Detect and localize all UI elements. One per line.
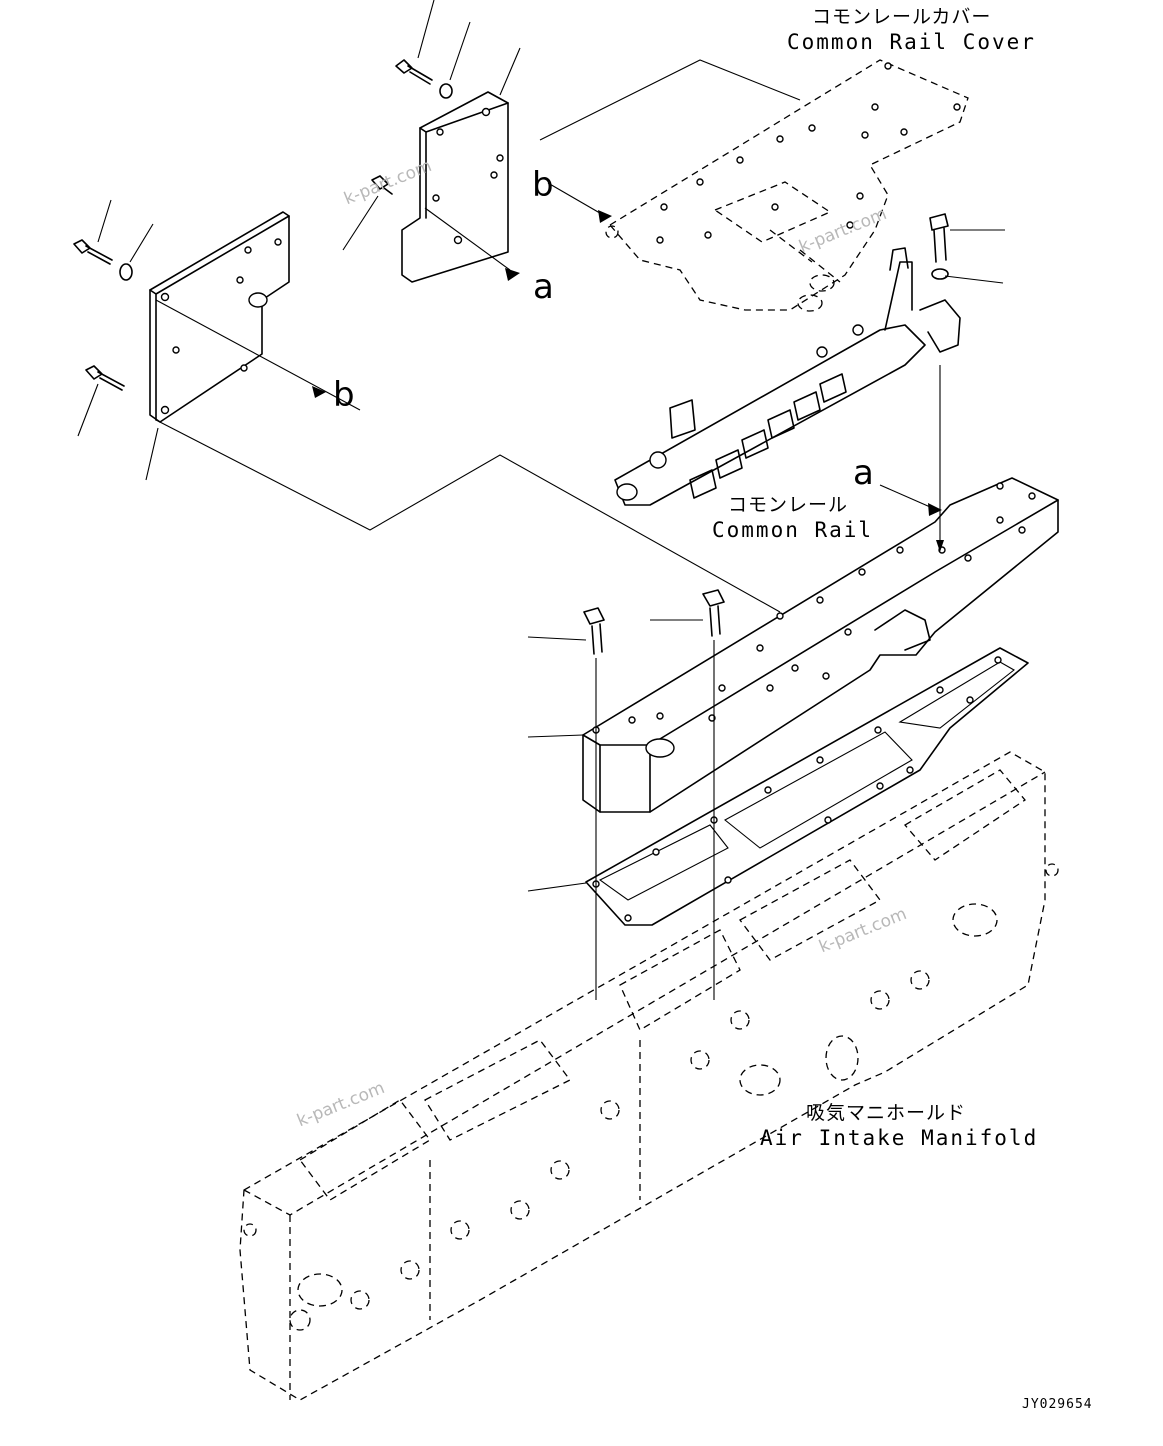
drawing-code: JY029654 [1022,1397,1093,1412]
air-intake-manifold-label-jp: 吸気マニホールド [806,1102,967,1124]
common-rail-cover-label-en: Common Rail Cover [787,30,1036,54]
small-bracket-bolts [371,59,453,195]
common-rail-bolt [929,213,949,280]
reference-letter-a-bracket: a [533,267,554,307]
injector-outlets [689,373,847,499]
manifold-cover-block [582,477,1059,813]
cylinder-head [239,751,1059,1401]
small-bracket-plate [401,91,509,283]
common-rail-cover-label-jp: コモンレールカバー [812,6,992,28]
air-intake-manifold-label-en: Air Intake Manifold [760,1126,1039,1150]
common-rail-cover [605,59,969,312]
left-bracket-plate [149,211,290,423]
common-rail-label-en: Common Rail [712,518,874,542]
gasket [585,647,1029,926]
left-bracket-bolts [73,239,133,391]
reference-letter-b-cover: b [532,165,554,205]
reference-letter-b-left: b [333,375,355,415]
reference-letter-a-rail: a [853,453,874,493]
leader-lines [77,0,1005,1000]
manifold-cover-bolts [583,589,725,655]
common-rail-label-jp: コモンレール [728,494,849,516]
common-rail [614,247,961,506]
